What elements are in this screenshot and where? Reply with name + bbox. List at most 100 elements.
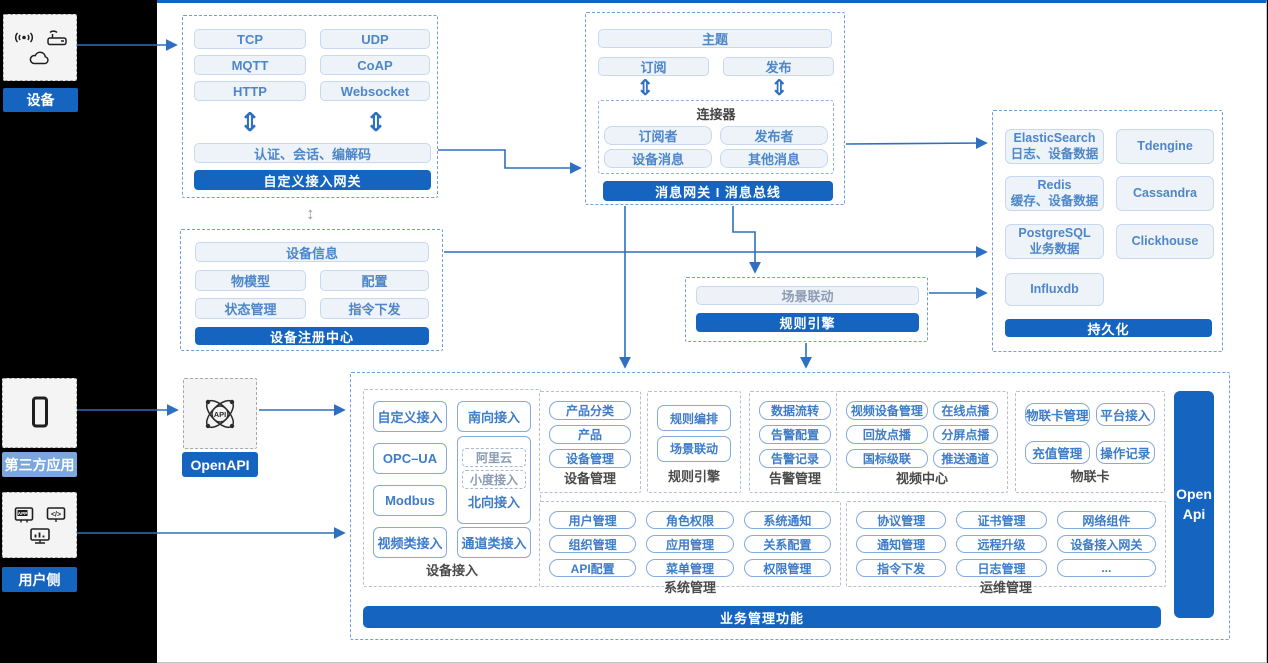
- double-arrow-icon: ⇕: [365, 107, 387, 137]
- pill: 告警记录: [759, 449, 831, 468]
- protocol-pill: TCP: [194, 29, 306, 49]
- group-label: 设备管理: [563, 471, 616, 486]
- rule-engine-box: 场景联动 规则引擎: [685, 277, 928, 342]
- group-label: 视频中心: [895, 471, 948, 486]
- access-pill: OPC–UA: [373, 443, 447, 474]
- pill: 产品: [549, 425, 631, 444]
- third-party-label: 第三方应用: [2, 452, 77, 477]
- openapi-label: OpenAPI: [182, 452, 258, 477]
- access-pill: 自定义接入: [373, 401, 447, 432]
- subscribe-pill: 订阅: [598, 57, 709, 76]
- pill: 推送通道: [932, 449, 998, 468]
- pill: 在线点播: [932, 401, 998, 420]
- bar-chart-icon: [29, 527, 50, 544]
- device-registry-box: 设备信息 物模型 配置 状态管理 指令下发 设备注册中心: [180, 229, 443, 351]
- business-box: 自定义接入 OPC–UA Modbus 视频类接入 南向接入 阿里云 小度接入 …: [350, 372, 1230, 640]
- double-arrow-icon: ⇕: [239, 107, 261, 137]
- connector-pill: 订阅者: [604, 126, 712, 145]
- db-cell-tdengine: Tdengine: [1116, 129, 1214, 164]
- registry-pill: 状态管理: [195, 298, 306, 319]
- db-cell-clickhouse: Clickhouse: [1116, 224, 1214, 259]
- double-arrow-icon: ⇕: [636, 75, 655, 100]
- registry-pill: 指令下发: [320, 298, 429, 319]
- group-label: 运维管理: [979, 580, 1032, 595]
- registry-title-bar: 设备注册中心: [195, 327, 429, 345]
- pill: 视频设备管理: [846, 401, 928, 420]
- pill: 告警配置: [759, 425, 831, 444]
- svg-text:API: API: [214, 410, 227, 419]
- svg-text:</>: </>: [50, 511, 60, 518]
- pill: 日志管理: [956, 559, 1047, 577]
- db-cell-influxdb: Influxdb: [1005, 273, 1104, 306]
- pill: 通知管理: [856, 535, 947, 553]
- topic-pill: 主题: [598, 29, 832, 48]
- pill: 数据流转: [759, 401, 831, 420]
- pill: 规则编排: [657, 405, 731, 432]
- svg-text:APP: APP: [17, 511, 26, 516]
- access-pill: Modbus: [373, 485, 447, 516]
- updown-arrow-icon: ↕: [306, 204, 315, 223]
- rule-engine-title-bar: 规则引擎: [696, 313, 919, 332]
- registry-pill: 物模型: [195, 270, 306, 291]
- pill: 角色权限: [646, 511, 734, 529]
- group-iot-card: 物联卡管理 平台接入 充值管理 操作记录 物联卡: [1015, 391, 1165, 493]
- pill: 设备接入网关: [1056, 535, 1156, 553]
- db-cell-cassandra: Cassandra: [1116, 176, 1214, 211]
- pill: 系统通知: [743, 511, 831, 529]
- north-access-label: 北向接入: [467, 495, 520, 510]
- pill: 场景联动: [657, 435, 731, 462]
- message-bus-box: 主题 订阅 发布 ⇕ ⇕ 连接器 订阅者 发布者 设备消息 其他消息 消息网关 …: [585, 12, 845, 205]
- north-sub-pill: 阿里云: [462, 448, 526, 467]
- group-device-access: 自定义接入 OPC–UA Modbus 视频类接入 南向接入 阿里云 小度接入 …: [363, 389, 541, 587]
- scene-linkage-pill: 场景联动: [696, 286, 919, 305]
- north-access-group: 阿里云 小度接入 北向接入: [457, 435, 531, 524]
- code-icon: </>: [46, 506, 65, 522]
- group-alarm: 数据流转 告警配置 告警记录 告警管理: [749, 391, 841, 493]
- message-bus-title-bar: 消息网关 I 消息总线: [603, 181, 833, 201]
- pill: 关系配置: [743, 535, 831, 553]
- protocol-pill: UDP: [320, 29, 430, 49]
- pill: 分屏点播: [932, 425, 998, 444]
- pill: 设备管理: [549, 449, 631, 468]
- group-device-mgmt: 产品分类 产品 设备管理 设备管理: [539, 391, 641, 493]
- pill: 操作记录: [1095, 441, 1155, 465]
- user-side-label: 用户侧: [2, 567, 77, 592]
- protocol-pill: HTTP: [194, 81, 306, 101]
- pill: 网络组件: [1056, 511, 1156, 529]
- protocol-pill: MQTT: [194, 55, 306, 75]
- pill: 应用管理: [646, 535, 734, 553]
- user-side-icon-box: APP </>: [2, 492, 77, 558]
- connector-box: 连接器 订阅者 发布者 设备消息 其他消息: [598, 100, 834, 174]
- group-system: 用户管理 角色权限 系统通知 组织管理 应用管理 关系配置 API配置 菜单管理…: [539, 501, 841, 595]
- connector-pill: 发布者: [720, 126, 828, 145]
- pill: 平台接入: [1095, 402, 1155, 426]
- north-sub-pill: 小度接入: [462, 470, 526, 489]
- cloud-icon: [29, 51, 49, 65]
- group-label: 规则引擎: [667, 469, 720, 484]
- device-label: 设备: [3, 88, 78, 112]
- pill: 国标级联: [846, 449, 928, 468]
- publish-pill: 发布: [723, 57, 834, 76]
- app-icon: APP: [14, 506, 33, 522]
- pill: API配置: [549, 559, 637, 577]
- custom-gateway-title-bar: 自定义接入网关: [194, 170, 431, 190]
- openapi-atom-icon: API: [205, 399, 235, 428]
- group-label: 系统管理: [663, 580, 716, 595]
- pill: 协议管理: [856, 511, 947, 529]
- group-label: 物联卡: [1070, 469, 1110, 484]
- third-party-icon-box: [2, 378, 77, 448]
- pill: 远程升级: [956, 535, 1047, 553]
- auth-session-codec-pill: 认证、会话、编解码: [194, 143, 431, 163]
- pill: 回放点播: [846, 425, 928, 444]
- access-pill: 通道类接入: [457, 527, 531, 558]
- access-pill: 视频类接入: [373, 527, 447, 558]
- pill: 权限管理: [743, 559, 831, 577]
- user-side-icons-row: APP </>: [14, 506, 66, 524]
- group-rule-engine: 规则编排 场景联动 规则引擎: [647, 391, 741, 493]
- pill: 产品分类: [549, 401, 631, 420]
- pill: 菜单管理: [646, 559, 734, 577]
